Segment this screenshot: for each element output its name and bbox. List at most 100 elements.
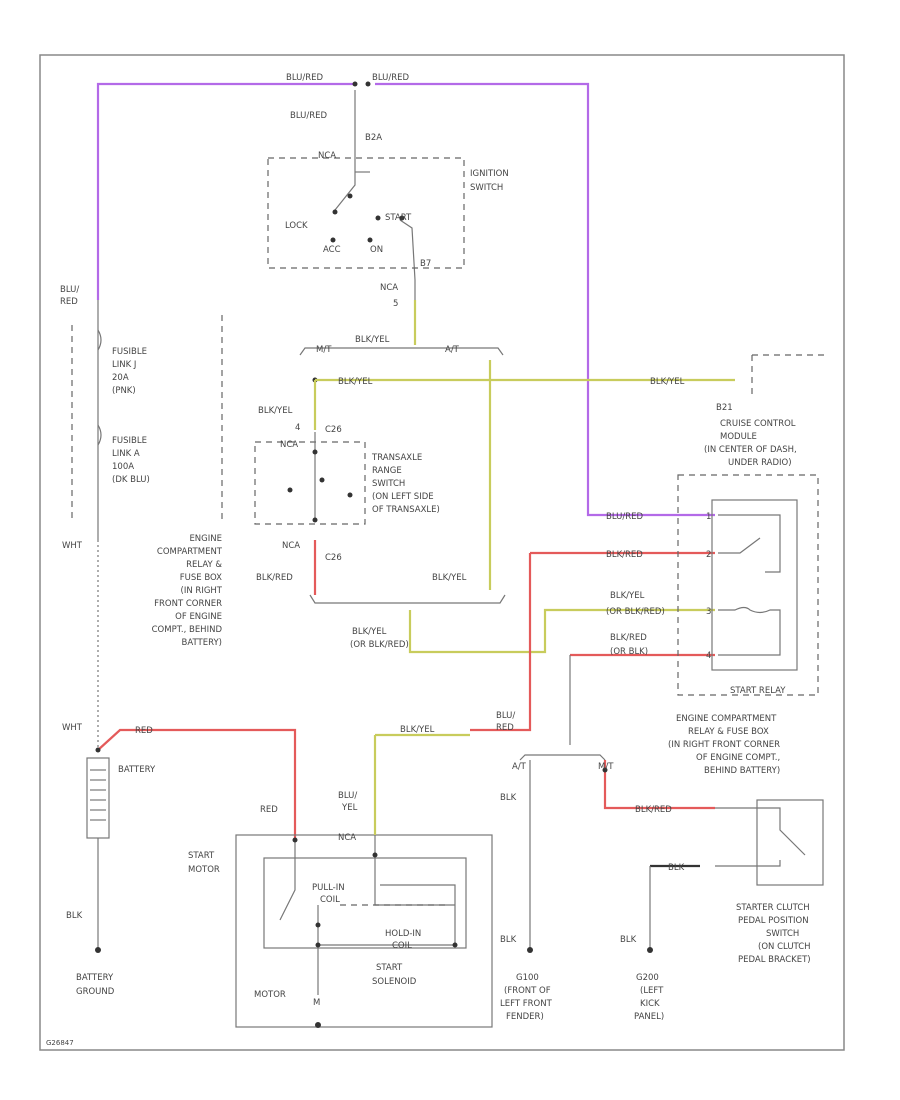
- label-start-solenoid-2: SOLENOID: [372, 977, 417, 987]
- label-tr-nca: NCA: [280, 440, 298, 450]
- label-wht-lower: WHT: [62, 723, 83, 733]
- label-ignition-switch-1: IGNITION: [470, 169, 509, 179]
- label-start-relay: START RELAY: [730, 686, 786, 696]
- label-blu-red-mid-1: BLU/: [496, 711, 515, 721]
- label-clutch-switch: STARTER CLUTCH PEDAL POSITION SWITCH (ON…: [736, 903, 811, 965]
- svg-text:BATTERY): BATTERY): [182, 638, 222, 648]
- svg-text:PEDAL POSITION: PEDAL POSITION: [738, 916, 809, 926]
- start-solenoid-box: [263, 857, 467, 949]
- svg-text:G100: G100: [516, 973, 539, 983]
- label-relay-pin-3: 3: [706, 607, 711, 617]
- label-battery: BATTERY: [118, 765, 156, 775]
- svg-text:FENDER): FENDER): [506, 1012, 544, 1022]
- label-blk-batt: BLK: [66, 911, 83, 921]
- label-fusible-link-j-1: FUSIBLE: [112, 347, 147, 357]
- label-blk-g100: BLK: [500, 935, 517, 945]
- label-nca-lower: NCA: [380, 283, 398, 293]
- label-transaxle-range-switch: TRANSAXLE RANGE SWITCH (ON LEFT SIDE OF …: [371, 453, 440, 515]
- label-num-5: 5: [393, 299, 398, 309]
- label-blk-yel-or-blk-red-2: (OR BLK/RED): [350, 640, 409, 650]
- label-blu-red-top-right: BLU/RED: [372, 73, 410, 83]
- label-blk-yel-or-blk-red-1: BLK/YEL: [352, 627, 387, 637]
- svg-text:RANGE: RANGE: [372, 466, 402, 476]
- label-tr-nca-bottom: NCA: [282, 541, 300, 551]
- svg-text:MODULE: MODULE: [720, 432, 757, 442]
- cruise-module-box: [677, 474, 819, 696]
- label-relay-pin-1: 1: [706, 512, 711, 522]
- label-ignition-switch-2: SWITCH: [470, 183, 503, 193]
- svg-text:RELAY & FUSE BOX: RELAY & FUSE BOX: [688, 727, 769, 737]
- label-hold-in-1: HOLD-IN: [385, 929, 421, 939]
- svg-text:BEHIND BATTERY): BEHIND BATTERY): [704, 766, 780, 776]
- label-blu-red-top-left: BLU/RED: [286, 73, 324, 83]
- label-blk-yel-mid: BLK/YEL: [400, 725, 435, 735]
- label-pin-b2: B2A: [365, 133, 382, 143]
- label-blu-red-left-1: BLU/: [60, 285, 79, 295]
- label-fusible-link-j-4: (PNK): [112, 386, 136, 396]
- label-relay-pin-2: 2: [706, 550, 711, 560]
- label-red-motor: RED: [260, 805, 278, 815]
- svg-text:KICK: KICK: [640, 999, 660, 1009]
- label-m: M: [313, 998, 320, 1008]
- label-blk-yel-tr: BLK/YEL: [258, 406, 293, 416]
- svg-text:COMPARTMENT: COMPARTMENT: [157, 547, 223, 557]
- label-blk-yel-bus-left: BLK/YEL: [338, 377, 373, 387]
- label-battery-ground-1: BATTERY: [76, 973, 114, 983]
- svg-text:FRONT CORNER: FRONT CORNER: [154, 599, 222, 609]
- svg-text:(ON CLUTCH: (ON CLUTCH: [758, 942, 811, 952]
- label-fusible-link-a-3: 100A: [112, 462, 134, 472]
- label-blu-yel-1: BLU/: [338, 791, 357, 801]
- svg-text:OF ENGINE COMPT.,: OF ENGINE COMPT.,: [696, 753, 780, 763]
- label-fusible-link-a-4: (DK BLU): [112, 475, 150, 485]
- label-mt2: M/T: [598, 762, 614, 772]
- label-cruise-control-module: CRUISE CONTROL MODULE (IN CENTER OF DASH…: [704, 419, 797, 468]
- label-blk-g200: BLK: [620, 935, 637, 945]
- label-num-4: 4: [295, 423, 300, 433]
- label-blk-clutch: BLK: [668, 863, 685, 873]
- svg-text:UNDER RADIO): UNDER RADIO): [728, 458, 792, 468]
- diagram-border: [39, 54, 845, 1051]
- label-c26-bottom: C26: [325, 553, 342, 563]
- svg-text:PEDAL BRACKET): PEDAL BRACKET): [738, 955, 811, 965]
- label-pull-in-2: COIL: [320, 895, 340, 905]
- label-relay-blk-red2-1: BLK/RED: [610, 633, 647, 643]
- label-relay-blu-red: BLU/RED: [606, 512, 644, 522]
- svg-text:G200: G200: [636, 973, 659, 983]
- label-hold-in-2: COIL: [392, 941, 412, 951]
- label-start: START: [385, 213, 412, 223]
- label-start-solenoid-1: START: [376, 963, 403, 973]
- label-ign-pin-bottom: B7: [420, 259, 431, 269]
- label-relay-blk-yel-1: BLK/YEL: [610, 591, 645, 601]
- label-mt: M/T: [316, 345, 332, 355]
- label-at: A/T: [445, 345, 460, 355]
- svg-text:(IN RIGHT FRONT CORNER: (IN RIGHT FRONT CORNER: [668, 740, 780, 750]
- svg-text:ENGINE: ENGINE: [189, 534, 222, 544]
- svg-text:(LEFT: (LEFT: [640, 986, 664, 996]
- svg-text:SWITCH: SWITCH: [372, 479, 405, 489]
- label-battery-ground-2: GROUND: [76, 987, 115, 997]
- label-blk-yel-right: BLK/YEL: [432, 573, 467, 583]
- label-start-motor-1: START: [188, 851, 215, 861]
- ignition-switch-box: [267, 157, 465, 269]
- svg-text:TRANSAXLE: TRANSAXLE: [371, 453, 422, 463]
- svg-text:STARTER CLUTCH: STARTER CLUTCH: [736, 903, 810, 913]
- svg-text:(IN CENTER OF DASH,: (IN CENTER OF DASH,: [704, 445, 797, 455]
- label-blu-yel-2: YEL: [341, 803, 358, 813]
- label-blu-red-switch-in: BLU/RED: [290, 111, 328, 121]
- label-g200: G200 (LEFT KICK PANEL): [634, 973, 664, 1022]
- label-wht-upper: WHT: [62, 541, 83, 551]
- svg-text:FUSE BOX: FUSE BOX: [180, 573, 222, 583]
- label-g100: G100 (FRONT OF LEFT FRONT FENDER): [500, 973, 553, 1022]
- label-relay-blk-red2-2: (OR BLK): [610, 647, 648, 657]
- label-lock: LOCK: [285, 221, 308, 231]
- label-engine-relay-box-right: ENGINE COMPARTMENT RELAY & FUSE BOX (IN …: [668, 714, 780, 776]
- svg-text:(ON LEFT SIDE: (ON LEFT SIDE: [372, 492, 434, 502]
- label-c26-top: C26: [325, 425, 342, 435]
- svg-text:RELAY &: RELAY &: [186, 560, 222, 570]
- label-acc: ACC: [323, 245, 341, 255]
- label-blu-red-left-2: RED: [60, 297, 78, 307]
- svg-text:(IN RIGHT: (IN RIGHT: [181, 586, 223, 596]
- label-at2: A/T: [512, 762, 527, 772]
- svg-text:(FRONT OF: (FRONT OF: [504, 986, 551, 996]
